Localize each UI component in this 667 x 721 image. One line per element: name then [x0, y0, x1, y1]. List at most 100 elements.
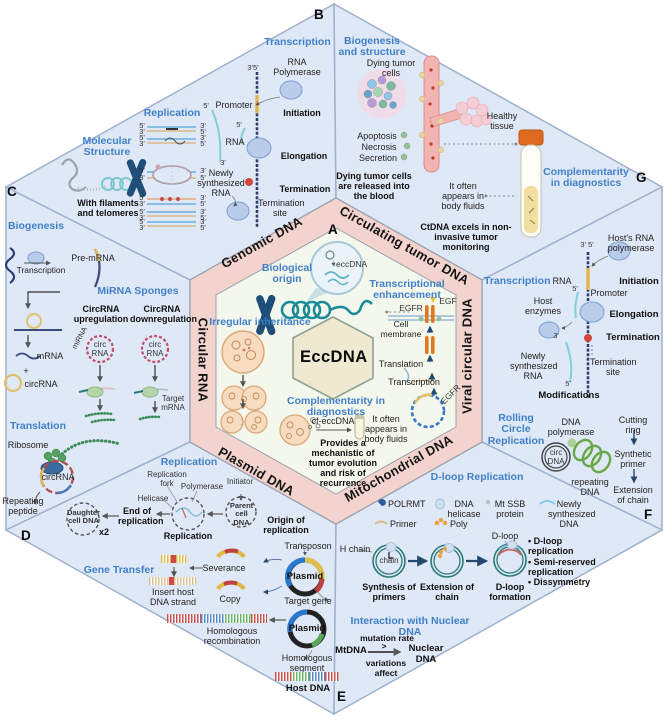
viral-termination-site: Termination site	[590, 357, 637, 378]
mito-h-chain: H chain	[339, 544, 371, 554]
homologous-recombination-bar	[167, 614, 267, 623]
plasmid-graphic	[66, 483, 329, 660]
mito-dloop-title: D-loop Replication	[430, 471, 524, 483]
strand-end: 3'	[200, 217, 206, 226]
plasmid-target-gene: Target gene	[284, 596, 332, 606]
plasmid-insert-host: Insert host DNA strand	[149, 587, 197, 608]
circrna-translation-title: Translation	[10, 420, 67, 432]
center-irregular-inheritance: Irregular inheritance	[209, 316, 311, 328]
genomic-elongation: Elongation	[280, 151, 328, 161]
ctdna-healthy-tissue: Healthy tissue	[486, 111, 518, 132]
ctdna-complementarity-title: Complementarity in diagnostics	[543, 166, 629, 190]
strand-end: 5'	[139, 121, 145, 130]
plasmid-homologous-segment: Homologous segment	[281, 653, 333, 674]
ctdna-apoptosis: Apoptosis	[357, 131, 397, 141]
strand-end: 5'	[200, 223, 206, 232]
circrna-repeating-peptide: Repeating peptide	[2, 496, 44, 517]
insert-fragment-bar	[161, 555, 187, 563]
genomic-molecular-graphic	[61, 158, 147, 197]
plasmid-polymerase: Polymerase	[180, 482, 224, 491]
circrna-downregulation: CircRNA downregulation	[130, 304, 197, 325]
genomic-molecular-structure: Molecular Structure	[82, 135, 132, 159]
genomic-newly-synthesized: Newly synthesized RNA	[197, 168, 245, 199]
mito-interaction-title: Interaction with Nuclear DNA	[350, 615, 470, 639]
viral-five-a: 5'	[572, 284, 578, 293]
center-eccdna-magnifier-label: eccDNA	[336, 259, 368, 269]
circrna-graphic	[3, 247, 170, 505]
center-body-fluids: It often appears in body fluids	[364, 414, 408, 445]
viral-initiation: Initiation	[619, 276, 659, 287]
strand-end: 5'	[200, 213, 206, 222]
circrna-upregulation: CircRNA upregulation	[73, 304, 129, 325]
mito-graphic	[359, 498, 556, 656]
panel-letter-b: B	[314, 7, 324, 22]
strand-end: 5'	[139, 207, 145, 216]
circrna-circrna-label: circRNA	[24, 379, 58, 389]
genomic-ends-35: 3'5'	[247, 63, 259, 72]
mito-dloop-label: D-loop	[491, 531, 519, 541]
viral-host-enzymes: Host enzymes	[524, 296, 561, 317]
mito-synthesis: Synthesis of primers	[362, 582, 416, 603]
mito-legend-newly: Newly synthesized DNA	[548, 499, 596, 530]
ctdna-released: Dying tumor cells are released into the …	[336, 171, 412, 202]
plasmid-homologous-recombination: Homologous recombination	[203, 626, 261, 647]
plasmid-replication-label: Replication	[163, 531, 213, 541]
genomic-transcription-graphic	[211, 72, 303, 228]
strand-end: 3'	[139, 213, 145, 222]
circrna-plus: +	[23, 366, 29, 376]
strand-end: 3'	[200, 133, 206, 142]
genomic-termination: Termination	[279, 184, 331, 194]
mito-nuclear-dna: Nuclear DNA	[408, 643, 444, 665]
strand-end: 5'	[200, 199, 206, 208]
genomic-replication-title: Replication	[143, 107, 201, 119]
panel-letter-c: C	[7, 184, 17, 199]
strand-end: 3'	[200, 166, 206, 175]
viral-promoter: Promoter	[590, 288, 628, 298]
center-egf-label: EGF	[439, 296, 457, 306]
viral-modifications: Modifications	[538, 390, 600, 401]
plasmid-replication-fork: Replication fork	[147, 470, 187, 488]
plasmid-transposon: Transposon	[284, 541, 332, 551]
strand-end: 5'	[139, 166, 145, 175]
panel-letter-e: E	[337, 689, 347, 704]
panel-letter-g: G	[636, 170, 647, 185]
viral-elongation: Elongation	[609, 309, 659, 320]
plasmid-origin: Origin of replication	[263, 515, 309, 536]
strand-end: 3'	[139, 199, 145, 208]
center-graphic	[220, 241, 454, 446]
circrna-circrna2: circRNA	[41, 472, 75, 482]
strand-end: 3'	[200, 121, 206, 130]
strand-end: 3'	[139, 173, 145, 182]
strand-end: 3'	[139, 139, 145, 148]
viral-host-polymerase: Host's RNA polymerase	[607, 233, 655, 254]
ring-label-circular-rna: Circular RNA	[195, 317, 211, 403]
mito-mtdna: MtDNA	[335, 645, 367, 656]
center-translation: Translation	[378, 359, 424, 369]
genomic-five-b: 5'	[236, 120, 242, 129]
center-eccdna-title: EccDNA	[300, 348, 368, 366]
strand-end: 3'	[200, 193, 206, 202]
strand-end: 5'	[200, 139, 206, 148]
genomic-filaments-caption: With filaments and telomeres	[77, 198, 139, 219]
genomic-promoter: Promoter	[215, 100, 253, 110]
genomic-five-a: 5'	[203, 101, 209, 110]
mito-legend-dna-helicase: DNA helicase	[447, 499, 481, 520]
plasmid-plasmid1: Plasmid	[286, 571, 324, 582]
center-provides: Provides a mechanistic of tumor evolutio…	[309, 438, 377, 489]
viral-ends: 3' 5'	[580, 240, 594, 249]
circrna-biogenesis-title: Biogenesis	[8, 220, 65, 232]
ctdna-secretion: Secretion	[358, 153, 398, 163]
mito-legend-polrmt: POLRMT	[388, 499, 426, 509]
ctdna-necrosis: Necrosis	[361, 142, 397, 152]
plasmid-replication-title: Replication	[160, 456, 218, 468]
center-transcriptional-enhancement: Transcriptional enhancement	[369, 278, 445, 302]
ctdna-graphic	[357, 55, 544, 238]
strand-end: 5'	[200, 173, 206, 182]
center-egfr-label: EGFR	[399, 303, 423, 313]
mito-chain: chain	[379, 556, 399, 565]
circrna-sponges-title: MiRNA Sponges	[97, 285, 179, 297]
viral-circ-dna: circ DNA	[547, 448, 565, 466]
ctdna-biogenesis-title: Biogenesis and structure	[338, 35, 406, 59]
viral-extension: Extension of chain	[613, 485, 653, 506]
viral-transcription-title: Transcription	[484, 275, 551, 287]
